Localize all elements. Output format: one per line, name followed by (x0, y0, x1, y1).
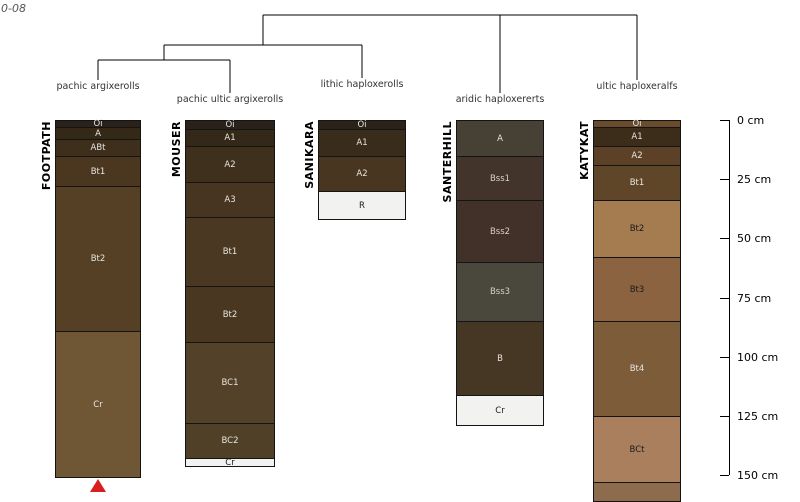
horizon-footpath-bt1: Bt1 (55, 156, 141, 187)
depth-tick-label-0: 0 cm (737, 114, 765, 127)
horizon-label: Bt1 (222, 247, 238, 257)
subgroup-label-mouser: pachic ultic argixerolls (176, 94, 284, 105)
horizon-katykat-bt3: Bt3 (593, 257, 681, 322)
horizon-santerhill-bss2: Bss2 (456, 200, 544, 263)
depth-axis-line (729, 120, 730, 475)
horizon-santerhill-b: B (456, 321, 544, 396)
horizon-label: Bt1 (629, 178, 645, 188)
horizon-label: ABt (90, 143, 106, 153)
horizon-label: Cr (225, 457, 235, 468)
horizon-katykat-bt1: Bt1 (593, 165, 681, 201)
depth-tick-125 (720, 416, 729, 417)
horizon-santerhill-bss3: Bss3 (456, 262, 544, 322)
depth-tick-25 (720, 179, 729, 180)
horizon-mouser-a2: A2 (185, 146, 275, 183)
profile-end-marker-footpath (90, 479, 106, 492)
profile-id-katykat: KATYKAT (578, 121, 591, 180)
horizon-footpath-cr: Cr (55, 331, 141, 478)
depth-tick-label-75: 75 cm (737, 292, 772, 305)
horizon-label: A (497, 133, 503, 144)
horizon-label: BCt (629, 444, 645, 455)
horizon-label: Cr (93, 399, 103, 410)
horizon-label: R (359, 200, 365, 211)
profile-id-santerhill: SANTERHILL (441, 121, 454, 203)
profile-id-footpath: FOOTPATH (40, 121, 53, 191)
horizon-katykat-bct: BCt (593, 416, 681, 483)
horizon-label: Bt4 (629, 364, 645, 374)
horizon-label: Bt2 (90, 254, 106, 264)
subgroup-label-santerhill: aridic haploxererts (455, 94, 545, 105)
horizon-label: Oi (225, 120, 235, 130)
depth-tick-100 (720, 357, 729, 358)
horizon-mouser-a3: A3 (185, 182, 275, 218)
depth-tick-label-25: 25 cm (737, 173, 772, 186)
profile-id-sanikara: SANIKARA (303, 121, 316, 189)
depth-tick-label-125: 125 cm (737, 410, 779, 423)
horizon-label: Bss2 (489, 226, 511, 237)
dendrogram (97, 14, 638, 93)
depth-tick-150 (720, 475, 729, 476)
horizon-label: Bt1 (90, 166, 106, 177)
horizon-label: A1 (224, 133, 236, 143)
subgroup-label-sanikara: lithic haploxerolls (320, 79, 404, 90)
horizon-mouser-cr: Cr (185, 457, 275, 468)
horizon-mouser-bt1: Bt1 (185, 217, 275, 287)
horizon-label: Oi (632, 119, 642, 129)
horizon-label: Oi (357, 120, 367, 130)
horizon-sanikara-a2: A2 (318, 156, 406, 192)
horizon-santerhill-bss1: Bss1 (456, 156, 544, 201)
depth-tick-label-100: 100 cm (737, 351, 779, 364)
horizon-label: A2 (631, 151, 643, 161)
subgroup-label-katykat: ultic haploxeralfs (596, 81, 678, 92)
horizon-mouser-bc2: BC2 (185, 423, 275, 459)
horizon-label: BC1 (221, 378, 239, 388)
horizon-label: A2 (356, 169, 368, 179)
horizon-label: A2 (224, 159, 236, 170)
horizon-label: Bss1 (489, 173, 511, 184)
horizon-santerhill-a: A (456, 120, 544, 157)
depth-tick-0 (720, 120, 729, 121)
horizon-katykat-bt2: Bt2 (593, 200, 681, 258)
horizon-label: A (95, 128, 101, 139)
horizon-label: Cr (495, 405, 505, 416)
horizon-footpath-abt: ABt (55, 139, 141, 157)
subgroup-label-footpath: pachic argixerolls (56, 81, 140, 92)
horizon-katykat-unnamed (593, 482, 681, 502)
horizon-footpath-bt2: Bt2 (55, 186, 141, 332)
horizon-mouser-a1: A1 (185, 129, 275, 147)
horizon-label: A1 (631, 132, 643, 142)
depth-tick-50 (720, 238, 729, 239)
horizon-label: Oi (93, 119, 103, 129)
horizon-mouser-bt2: Bt2 (185, 286, 275, 343)
horizon-label: Bss3 (489, 287, 511, 297)
horizon-label: Bt2 (629, 224, 645, 234)
horizon-katykat-bt4: Bt4 (593, 321, 681, 417)
depth-tick-label-150: 150 cm (737, 469, 779, 482)
horizon-label: BC2 (221, 436, 239, 446)
horizon-santerhill-cr: Cr (456, 395, 544, 426)
profile-id-mouser: MOUSER (170, 121, 183, 178)
depth-tick-label-50: 50 cm (737, 232, 772, 245)
horizon-label: Bt3 (629, 284, 645, 295)
horizon-sanikara-a1: A1 (318, 129, 406, 157)
horizon-label: Bt2 (222, 309, 238, 320)
depth-tick-75 (720, 298, 729, 299)
horizon-katykat-a2: A2 (593, 146, 681, 166)
horizon-label: A1 (356, 138, 368, 148)
dendrogram-lines (97, 14, 638, 93)
horizon-label: A3 (224, 195, 236, 205)
plot-timestamp-fragment: 0-08 (1, 2, 26, 15)
horizon-katykat-a1: A1 (593, 127, 681, 147)
horizon-sanikara-r: R (318, 191, 406, 220)
horizon-label: B (497, 353, 503, 364)
horizon-mouser-bc1: BC1 (185, 342, 275, 424)
